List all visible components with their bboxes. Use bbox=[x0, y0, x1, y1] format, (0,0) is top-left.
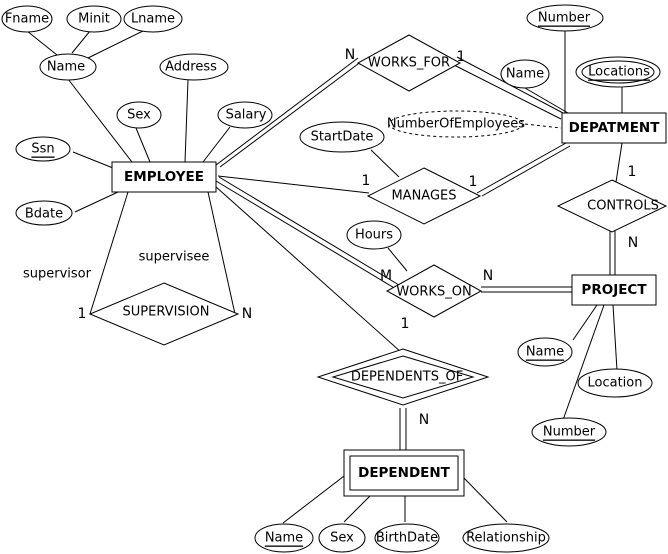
derived-attribute-number-of-employees[interactable]: NumberOfEmployees bbox=[387, 110, 525, 138]
attribute-sex[interactable]: Sex bbox=[116, 101, 162, 129]
key-attribute-ssn-label: Ssn bbox=[31, 142, 54, 157]
partial-key-attribute-dependent-name-label: Name bbox=[265, 531, 303, 546]
entity-department[interactable]: DEPATMENT bbox=[561, 112, 667, 144]
cardinality-dependents-of-dependent: N bbox=[419, 412, 429, 428]
cardinality-controls-department: 1 bbox=[628, 164, 637, 180]
entity-employee[interactable]: EMPLOYEE bbox=[111, 161, 217, 193]
identifying-relationship-dependents-of-label: DEPENDENTS_OF bbox=[351, 370, 463, 385]
attribute-relationship[interactable]: Relationship bbox=[462, 523, 550, 553]
key-attribute-project-name[interactable]: Name bbox=[517, 337, 573, 367]
attribute-address[interactable]: Address bbox=[159, 53, 229, 81]
weak-entity-dependent-label: DEPENDENT bbox=[358, 465, 451, 481]
cardinality-dependents-of-employee: 1 bbox=[401, 316, 410, 332]
attribute-relationship-label: Relationship bbox=[466, 531, 546, 546]
role-supervisor: supervisor bbox=[23, 267, 92, 282]
key-attribute-project-number[interactable]: Number bbox=[531, 417, 607, 447]
attribute-employee-name[interactable]: Name bbox=[39, 53, 97, 81]
attribute-hours-label: Hours bbox=[355, 228, 393, 243]
attribute-department-name-label: Name bbox=[506, 67, 544, 82]
attribute-project-location[interactable]: Location bbox=[577, 368, 653, 398]
attribute-bdate-label: Bdate bbox=[25, 207, 63, 222]
key-attribute-project-name-label: Name bbox=[526, 345, 564, 360]
relationship-works-for[interactable]: WORKS_FOR bbox=[356, 34, 462, 92]
entity-project-label: PROJECT bbox=[581, 282, 647, 298]
attribute-dependent-sex[interactable]: Sex bbox=[318, 523, 366, 553]
key-attribute-department-number-label: Number bbox=[538, 11, 591, 26]
attribute-employee-name-label: Name bbox=[47, 60, 85, 75]
derived-attribute-number-of-employees-label: NumberOfEmployees bbox=[387, 117, 525, 132]
connection-lines bbox=[26, 30, 623, 524]
relationship-works-for-label: WORKS_FOR bbox=[368, 56, 450, 71]
key-attribute-department-number[interactable]: Number bbox=[526, 4, 604, 32]
cardinality-supervision-supervisee: N bbox=[242, 306, 252, 322]
key-attribute-ssn[interactable]: Ssn bbox=[15, 136, 71, 162]
attribute-bdate[interactable]: Bdate bbox=[15, 200, 73, 226]
entity-department-label: DEPATMENT bbox=[569, 120, 661, 136]
multivalued-attribute-locations-label: Locations bbox=[588, 65, 650, 80]
attribute-start-date-label: StartDate bbox=[311, 130, 374, 145]
attribute-minit-label: Minit bbox=[78, 12, 110, 27]
cardinality-works-on-project: N bbox=[483, 268, 493, 284]
attribute-department-name[interactable]: Name bbox=[500, 59, 550, 89]
attribute-birth-date[interactable]: BirthDate bbox=[374, 523, 440, 553]
relationship-controls-label: CONTROLS bbox=[587, 199, 659, 214]
entity-employee-label: EMPLOYEE bbox=[124, 169, 204, 185]
relationship-supervision[interactable]: SUPERVISION bbox=[88, 282, 240, 346]
cardinality-supervision-supervisor: 1 bbox=[78, 306, 87, 322]
cardinality-works-for-employee: N bbox=[345, 47, 355, 63]
cardinality-works-for-department: 1 bbox=[457, 49, 466, 65]
attribute-birth-date-label: BirthDate bbox=[376, 531, 438, 546]
attribute-fname[interactable]: Fname bbox=[1, 5, 53, 33]
role-supervisee: supervisee bbox=[139, 250, 210, 265]
key-attribute-project-number-label: Number bbox=[543, 425, 596, 440]
attribute-hours[interactable]: Hours bbox=[346, 220, 402, 250]
attribute-lname[interactable]: Lname bbox=[123, 5, 183, 33]
relationship-works-on[interactable]: WORKS_ON bbox=[385, 264, 483, 318]
relationship-supervision-label: SUPERVISION bbox=[123, 305, 210, 320]
attribute-dependent-sex-label: Sex bbox=[330, 531, 354, 546]
attribute-project-location-label: Location bbox=[588, 376, 643, 391]
cardinality-controls-project: N bbox=[628, 235, 638, 251]
cardinality-manages-employee: 1 bbox=[362, 173, 371, 189]
attribute-address-label: Address bbox=[165, 60, 217, 75]
weak-entity-dependent[interactable]: DEPENDENT bbox=[343, 449, 465, 497]
attribute-fname-label: Fname bbox=[5, 12, 49, 27]
multivalued-attribute-locations[interactable]: Locations bbox=[575, 56, 661, 88]
partial-key-attribute-dependent-name[interactable]: Name bbox=[254, 523, 314, 553]
attribute-lname-label: Lname bbox=[131, 12, 175, 27]
cardinality-works-on-employee: M bbox=[380, 268, 392, 284]
attribute-salary-label: Salary bbox=[226, 108, 267, 123]
attribute-minit[interactable]: Minit bbox=[66, 5, 122, 33]
attribute-sex-label: Sex bbox=[127, 108, 151, 123]
relationship-controls[interactable]: CONTROLS bbox=[556, 179, 668, 233]
attribute-salary[interactable]: Salary bbox=[217, 101, 273, 129]
relationship-manages-label: MANAGES bbox=[391, 189, 456, 204]
identifying-relationship-dependents-of[interactable]: DEPENDENTS_OF bbox=[316, 348, 490, 406]
attribute-start-date[interactable]: StartDate bbox=[299, 121, 385, 153]
relationship-works-on-label: WORKS_ON bbox=[396, 285, 471, 300]
relationship-manages[interactable]: MANAGES bbox=[366, 167, 482, 225]
cardinality-manages-department: 1 bbox=[469, 174, 478, 190]
entity-project[interactable]: PROJECT bbox=[571, 274, 657, 306]
